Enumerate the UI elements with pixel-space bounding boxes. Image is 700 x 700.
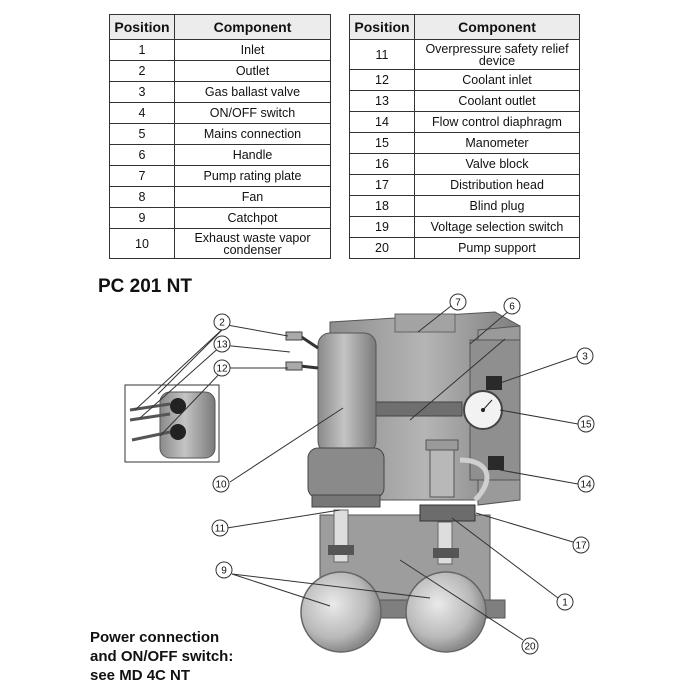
catchpot-left bbox=[300, 509, 382, 653]
callout-number: 20 bbox=[524, 642, 536, 653]
callout-number: 6 bbox=[509, 302, 515, 313]
component-cell: Gas ballast valve bbox=[174, 81, 331, 103]
component-cell: Flow control diaphragm bbox=[414, 111, 580, 133]
position-cell: 17 bbox=[349, 174, 415, 196]
callout-group: 7 6 2 13 12 3 15 10 14 11 17 9 1 20 bbox=[211, 293, 595, 655]
callout-12: 12 bbox=[213, 359, 231, 377]
valve-block bbox=[425, 439, 504, 502]
callout-number: 10 bbox=[215, 480, 227, 491]
callout-17: 17 bbox=[572, 536, 590, 554]
header-position: Position bbox=[109, 14, 175, 40]
gas-ballast-valve bbox=[486, 376, 502, 390]
note-line: Power connection bbox=[90, 629, 220, 646]
note-line: and ON/OFF switch: bbox=[90, 648, 234, 665]
callout-11: 11 bbox=[211, 519, 229, 537]
callout-20: 20 bbox=[521, 637, 539, 655]
callout-7: 7 bbox=[449, 293, 467, 311]
callout-number: 11 bbox=[215, 524, 226, 535]
inset-detail bbox=[124, 384, 220, 463]
callout-number: 7 bbox=[455, 298, 461, 309]
component-cell: Handle bbox=[174, 144, 331, 166]
header-component: Component bbox=[414, 14, 580, 40]
callout-13: 13 bbox=[213, 335, 231, 353]
component-cell: Coolant outlet bbox=[414, 90, 580, 112]
component-cell: Mains connection bbox=[174, 123, 331, 145]
manometer bbox=[463, 390, 503, 430]
header-component: Component bbox=[174, 14, 331, 40]
callout-9: 9 bbox=[215, 561, 233, 579]
callout-number: 12 bbox=[216, 364, 228, 375]
callout-number: 3 bbox=[582, 352, 588, 363]
position-cell: 10 bbox=[109, 228, 175, 259]
callout-3: 3 bbox=[576, 347, 594, 365]
component-cell: Overpressure safety relief device bbox=[414, 39, 580, 70]
model-title: PC 201 NT bbox=[98, 276, 192, 297]
callout-10: 10 bbox=[212, 475, 230, 493]
note-line: see MD 4C NT bbox=[90, 667, 191, 684]
component-cell: Pump support bbox=[414, 237, 580, 259]
power-connection-note: Power connection and ON/OFF switch: see … bbox=[90, 628, 233, 685]
distribution-head bbox=[419, 504, 476, 522]
exhaust-condenser bbox=[285, 331, 385, 508]
callout-number: 13 bbox=[216, 340, 228, 351]
header-position: Position bbox=[349, 14, 415, 40]
component-cell: Valve block bbox=[414, 153, 580, 175]
callout-15: 15 bbox=[577, 415, 595, 433]
callout-6: 6 bbox=[503, 297, 521, 315]
leader-lines bbox=[134, 305, 579, 641]
position-cell: 13 bbox=[349, 90, 415, 112]
component-cell: Exhaust waste vapor condenser bbox=[174, 228, 331, 259]
callout-14: 14 bbox=[577, 475, 595, 493]
position-cell: 20 bbox=[349, 237, 415, 259]
callout-number: 9 bbox=[221, 566, 227, 577]
callout-2: 2 bbox=[213, 313, 231, 331]
callout-number: 14 bbox=[580, 480, 592, 491]
callout-number: 2 bbox=[219, 318, 225, 329]
callout-1: 1 bbox=[556, 593, 574, 611]
catchpot-right bbox=[405, 521, 487, 653]
callout-number: 15 bbox=[580, 420, 592, 431]
callout-number: 17 bbox=[575, 541, 587, 552]
callout-number: 1 bbox=[562, 598, 568, 609]
component-cell: Inlet bbox=[174, 39, 331, 61]
